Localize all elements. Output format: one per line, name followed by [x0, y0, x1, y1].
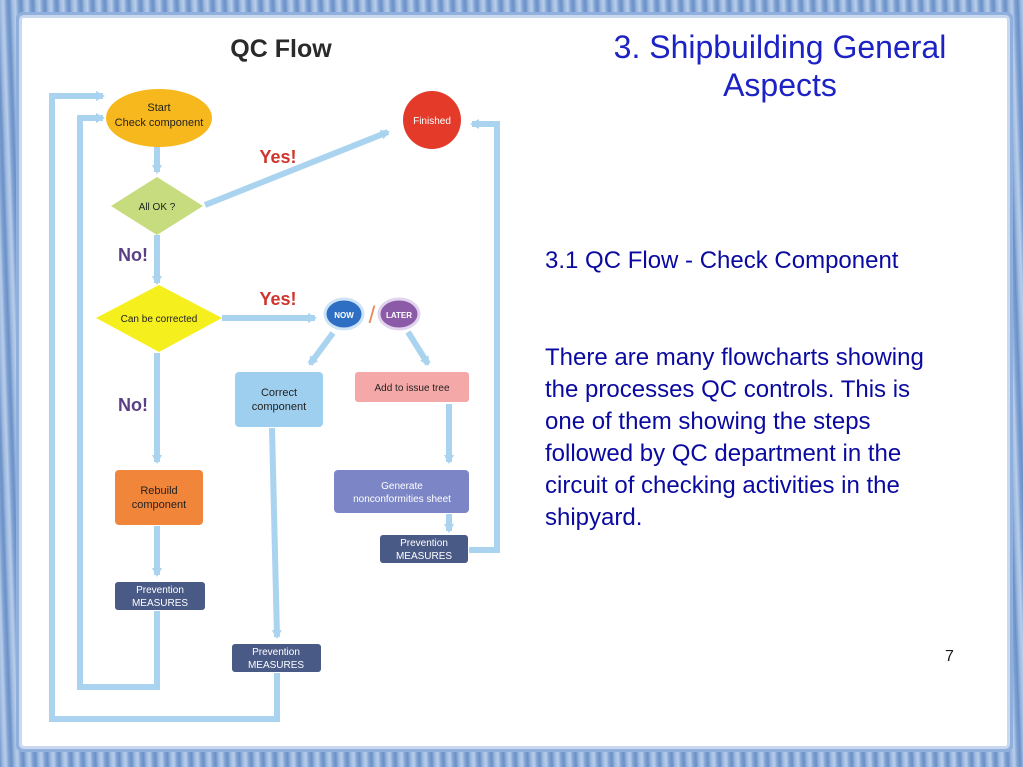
prevention-right-line-1: Prevention: [400, 538, 448, 549]
prevention-measures-middle: Prevention MEASURES: [232, 644, 321, 672]
correct-component-box: Correct component: [235, 372, 323, 427]
can-be-corrected-decision: Can be corrected: [96, 285, 222, 352]
flowchart-heading: QC Flow: [230, 35, 332, 63]
correct-component-line-2: component: [252, 401, 306, 413]
start-label-2: Check component: [115, 117, 204, 129]
prevention-left-line-2: MEASURES: [132, 598, 188, 609]
later-label: LATER: [386, 311, 412, 320]
prevention-middle-line-2: MEASURES: [248, 660, 304, 671]
correct-component-line-1: Correct: [261, 387, 297, 399]
now-badge: NOW: [323, 297, 365, 331]
prevention-right-line-2: MEASURES: [396, 551, 452, 562]
add-to-issue-tree-box: Add to issue tree: [355, 372, 469, 402]
prevention-middle-line-1: Prevention: [252, 647, 300, 658]
slash-separator: /: [369, 302, 376, 329]
start-label-1: Start: [147, 102, 170, 114]
generate-line-2: nonconformities sheet: [353, 494, 451, 505]
slide-subtitle: 3.1 QC Flow - Check Component: [545, 247, 899, 274]
now-label: NOW: [334, 311, 354, 320]
page-number: 7: [945, 648, 954, 665]
connector-arrows: [49, 91, 500, 722]
qc-flowchart: QC Flow Start Check component Finished A…: [49, 35, 500, 722]
finished-node: Finished: [403, 91, 461, 149]
can-be-corrected-label: Can be corrected: [121, 314, 198, 325]
rebuild-component-box: Rebuild component: [115, 470, 203, 525]
slide-title: 3. Shipbuilding General Aspects: [613, 29, 947, 103]
start-node: Start Check component: [106, 89, 212, 147]
slide-body-text: There are many flowcharts showing the pr…: [545, 344, 924, 531]
generate-nonconformities-box: Generate nonconformities sheet: [334, 470, 469, 513]
yes-label-1: Yes!: [259, 147, 296, 167]
all-ok-decision: All OK ?: [111, 177, 203, 235]
generate-line-1: Generate: [381, 481, 423, 492]
all-ok-label: All OK ?: [139, 202, 176, 213]
yes-label-2: Yes!: [259, 289, 296, 309]
no-label-2: No!: [118, 395, 148, 415]
rebuild-component-line-1: Rebuild: [140, 485, 177, 497]
rebuild-component-line-2: component: [132, 499, 186, 511]
add-to-issue-tree-label: Add to issue tree: [374, 383, 449, 394]
finished-label: Finished: [413, 116, 451, 127]
no-label-1: No!: [118, 245, 148, 265]
prevention-left-line-1: Prevention: [136, 585, 184, 596]
prevention-measures-right: Prevention MEASURES: [380, 535, 468, 563]
prevention-measures-left: Prevention MEASURES: [115, 582, 205, 610]
later-badge: LATER: [377, 297, 421, 331]
